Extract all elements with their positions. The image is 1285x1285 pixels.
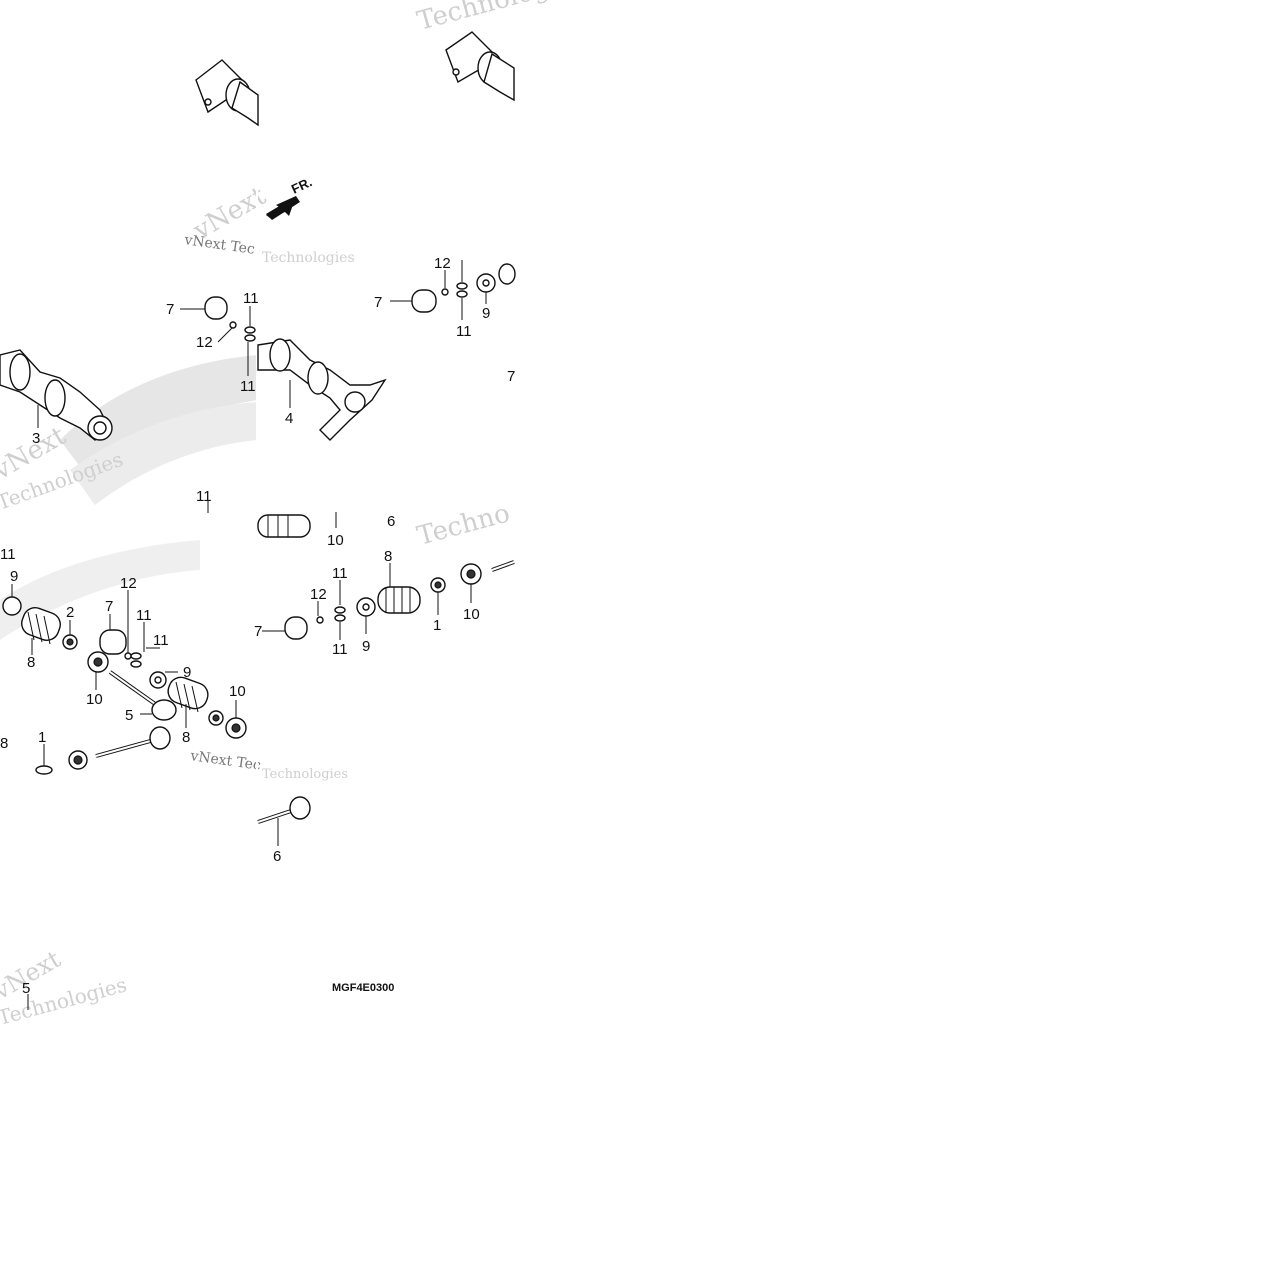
valve-spring: [498, 263, 516, 285]
cotter: [334, 606, 346, 622]
callout-11: 11: [332, 641, 348, 658]
watermark-text: Technologies: [414, 0, 588, 37]
callout-6: 6: [273, 848, 281, 865]
callout-9: 9: [362, 638, 370, 655]
callout-5: 5: [125, 707, 133, 724]
camshaft-intake: [0, 349, 113, 441]
stem-seal: [430, 577, 446, 593]
valve-spring: [167, 676, 209, 713]
cotter: [130, 652, 142, 668]
camshaft-exhaust: [257, 338, 387, 441]
cotter: [244, 326, 256, 342]
callout-8: 8: [27, 654, 35, 671]
callout-8: 8: [384, 548, 392, 565]
callout-12: 12: [434, 255, 451, 272]
callout-9: 9: [482, 305, 490, 322]
callout-11: 11: [456, 323, 472, 340]
spring-seat: [87, 651, 109, 673]
watermark-text: Techno: [414, 498, 513, 551]
callout-11: 11: [136, 607, 152, 624]
watermark-text: vNext Tec: [188, 748, 261, 774]
callout-12: 12: [120, 575, 137, 592]
valve-spring: [21, 607, 61, 645]
callout-11: 11: [243, 290, 259, 307]
intake-valve: [108, 670, 177, 721]
shim: [316, 616, 324, 624]
callout-7: 7: [166, 301, 174, 318]
callout-9: 9: [183, 664, 191, 681]
callout-11: 11: [332, 565, 348, 582]
callout-8: 8: [182, 729, 190, 746]
leader-lines: [11, 260, 487, 1010]
callout-2: 2: [66, 604, 74, 621]
valve-spring: [377, 586, 421, 614]
callout-10: 10: [86, 691, 103, 708]
stem-seal: [35, 765, 53, 775]
front-direction-label: FR.: [289, 174, 314, 196]
watermark-text: Technologies: [262, 250, 355, 266]
shim: [229, 321, 237, 329]
callout-7: 7: [374, 294, 382, 311]
spring-seat: [149, 671, 167, 689]
callout-12: 12: [310, 586, 327, 603]
diagram-code: MGF4E0300: [332, 982, 394, 994]
cotter: [456, 282, 468, 298]
camshaft-end-left: [195, 59, 259, 127]
valve-spring: [257, 514, 311, 538]
valve-lifter: [99, 629, 127, 655]
callout-1: 1: [38, 729, 46, 746]
callout-10: 10: [463, 606, 480, 623]
exhaust-valve: [257, 796, 311, 824]
honda-wing-watermark: [0, 355, 258, 640]
spring-seat: [460, 563, 482, 585]
callout-labels: 7 12 11 11 3 4 11 7 12 11 9 7 6 10 8 11 …: [0, 255, 515, 997]
stem-seal: [208, 710, 224, 726]
callout-7: 7: [105, 598, 113, 615]
callout-11: 11: [153, 632, 169, 649]
callout-8: 8: [0, 735, 8, 752]
spring-seat: [225, 717, 247, 739]
callout-10: 10: [229, 683, 246, 700]
callout-11: 11: [0, 546, 16, 563]
valve-lifter: [204, 296, 228, 320]
callout-11: 11: [240, 378, 256, 395]
callout-1: 1: [433, 617, 441, 634]
spring-seat: [2, 596, 22, 616]
callout-4: 4: [285, 410, 293, 427]
shim: [441, 288, 449, 296]
callout-7: 7: [254, 623, 262, 640]
callout-12: 12: [196, 334, 213, 351]
valve-spring-seat: [476, 273, 496, 293]
callout-5: 5: [22, 980, 30, 997]
stem-seal: [62, 634, 78, 650]
callout-10: 10: [327, 532, 344, 549]
callout-7: 7: [507, 368, 515, 385]
valve-lifter: [284, 616, 308, 640]
exhaust-valve: [95, 726, 171, 758]
spring-seat: [356, 597, 376, 617]
callout-9: 9: [10, 568, 18, 585]
spring-seat: [68, 750, 88, 770]
callout-11: 11: [196, 488, 212, 505]
front-direction-arrow-icon: FR.: [266, 174, 314, 220]
callout-6: 6: [387, 513, 395, 530]
callout-3: 3: [32, 430, 40, 447]
valve-lifter: [411, 289, 437, 313]
watermark-text: vNext Tec: [182, 232, 255, 258]
intake-valve: [491, 560, 515, 572]
watermark-text: Technologies: [262, 767, 348, 782]
camshaft-end-right: [445, 31, 515, 102]
shim: [124, 652, 132, 660]
